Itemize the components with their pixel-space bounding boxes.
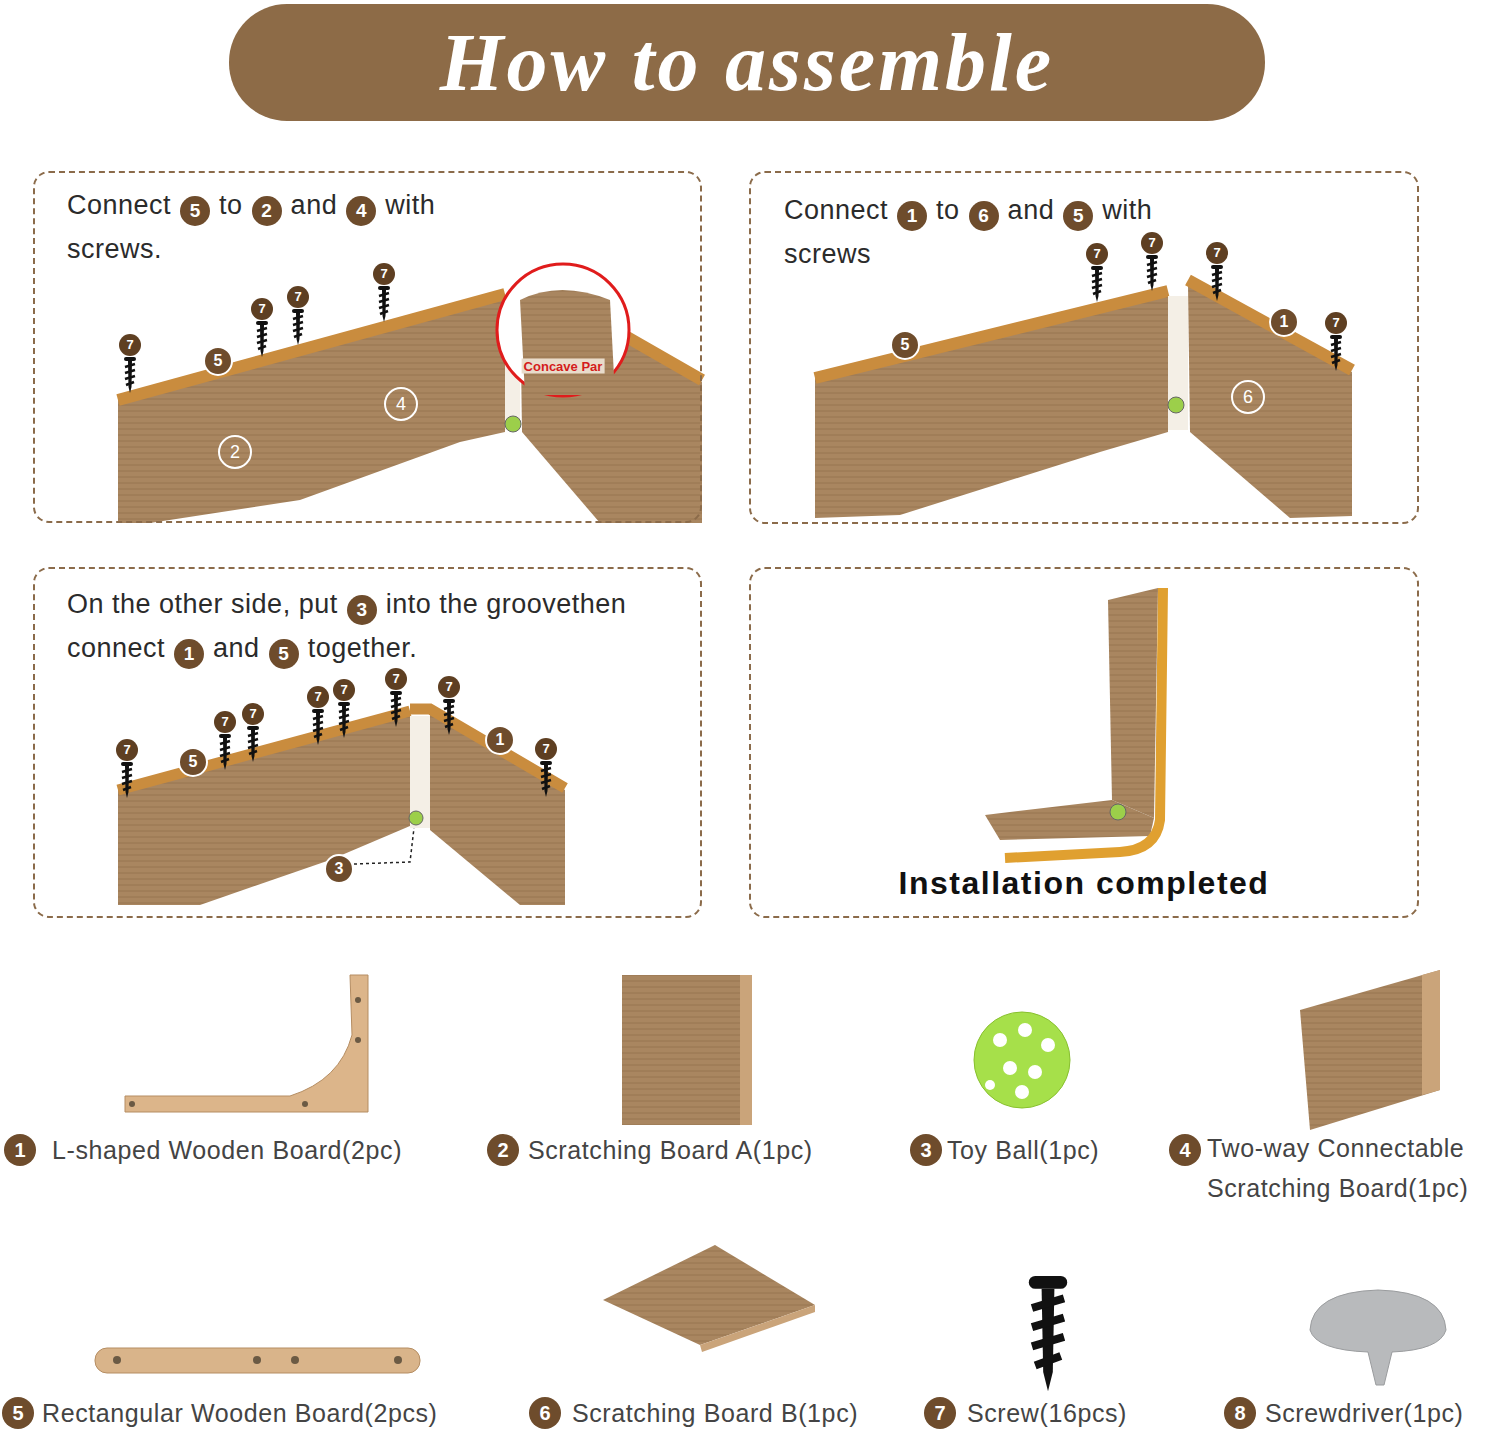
part-number-badge: 6: [529, 1397, 561, 1429]
screw-callout: 7: [333, 679, 355, 701]
part-number-badge: 2: [252, 196, 282, 226]
instruction-word: to: [936, 195, 960, 225]
part-number-badge: 5: [269, 639, 299, 669]
callout-number: 5: [890, 330, 920, 360]
callout-number: 5: [178, 747, 208, 777]
part-number-badge: 8: [1224, 1397, 1256, 1429]
part-number-badge: 1: [174, 639, 204, 669]
instruction-word: On the other side, put: [67, 589, 338, 619]
callout-number: 1: [485, 725, 515, 755]
screw-callout: 7: [1325, 312, 1347, 334]
instruction-word: together.: [308, 633, 418, 663]
callout-note: Concave Par: [522, 359, 605, 374]
instruction-word: Connect: [784, 195, 888, 225]
instruction-word: Connect: [67, 190, 171, 220]
instruction-word: to: [219, 190, 243, 220]
part-number-badge: 2: [487, 1134, 519, 1166]
step-panel: Connect1to6and5with screws: [749, 171, 1419, 524]
screw-callout: 7: [385, 668, 407, 690]
screw-callout: 7: [251, 298, 273, 320]
screw-callout: 7: [373, 263, 395, 285]
part-number-badge: 5: [1063, 201, 1093, 231]
screw-callout: 7: [1206, 242, 1228, 264]
screw-callout: 7: [307, 686, 329, 708]
part-name: Screw(16pcs): [967, 1399, 1127, 1428]
screw-callout: 7: [116, 739, 138, 761]
callout-number: 3: [324, 854, 354, 884]
part-name: Two-way Connectable Scratching Board(1pc…: [1207, 1128, 1492, 1208]
screw-callout: 7: [438, 676, 460, 698]
screw-callout: 7: [1086, 243, 1108, 265]
title-band: How to assemble: [229, 4, 1265, 121]
screw-callout: 7: [287, 286, 309, 308]
part-name: Toy Ball(1pc): [947, 1136, 1099, 1165]
part-number-badge: 7: [924, 1397, 956, 1429]
part-number-badge: 3: [347, 595, 377, 625]
screw-callout: 7: [535, 738, 557, 760]
part-name: Screwdriver(1pc): [1265, 1399, 1464, 1428]
callout-number: 4: [384, 387, 418, 421]
part-name: Scratching Board A(1pc): [528, 1136, 813, 1165]
callout-number: 6: [1231, 380, 1265, 414]
part-name: Scratching Board B(1pc): [572, 1399, 858, 1428]
instruction-text: On the other side, put3into the grooveth…: [67, 582, 627, 670]
callout-number: 1: [1269, 307, 1299, 337]
instruction-word: and: [291, 190, 338, 220]
part-number-badge: 1: [897, 201, 927, 231]
part-name: Rectangular Wooden Board(2pcs): [42, 1399, 438, 1428]
instruction-word: and: [1008, 195, 1055, 225]
callout-number: 2: [218, 435, 252, 469]
instruction-word: and: [213, 633, 260, 663]
screw-callout: 7: [119, 334, 141, 356]
part-number-badge: 1: [4, 1134, 36, 1166]
instruction-text: Connect5to2and4with screws.: [67, 183, 497, 271]
screw-callout: 7: [242, 703, 264, 725]
part-number-badge: 4: [1169, 1134, 1201, 1166]
step-panel: Installation completed: [749, 567, 1419, 918]
title-text: How to assemble: [440, 16, 1054, 110]
part-number-badge: 6: [969, 201, 999, 231]
part-number-badge: 5: [2, 1397, 34, 1429]
part-number-badge: 5: [180, 196, 210, 226]
screw-callout: 7: [214, 711, 236, 733]
part-number-badge: 4: [346, 196, 376, 226]
completion-text: Installation completed: [751, 865, 1417, 902]
part-number-badge: 3: [910, 1134, 942, 1166]
callout-number: 5: [203, 346, 233, 376]
part-name: L-shaped Wooden Board(2pc): [52, 1136, 402, 1165]
screw-callout: 7: [1141, 232, 1163, 254]
